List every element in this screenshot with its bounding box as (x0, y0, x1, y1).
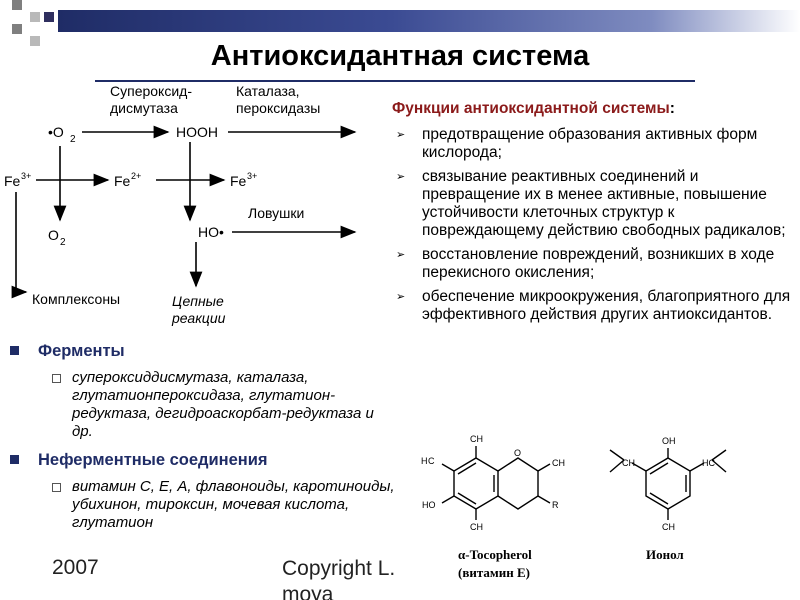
enzyme-catalase-line1: Каталаза, (236, 83, 300, 99)
hc-right-label: HC (702, 458, 715, 468)
list-item-text: восстановление повреждений, возникших в … (422, 246, 775, 281)
nonenzymes-heading-text: Неферментные соединения (38, 451, 268, 469)
tocopherol-benzene-ring (453, 457, 499, 510)
hollow-square-bullet-icon (52, 483, 61, 492)
tocopherol-pyran-ring (497, 457, 539, 510)
slide-title: Антиоксидантная система (210, 40, 590, 72)
enzyme-sod-line1: Супероксид- (110, 83, 192, 99)
enzyme-catalase-line2: пероксидазы (236, 100, 320, 116)
functions-heading-colon: : (669, 100, 675, 117)
corner-square (12, 0, 22, 10)
ho-radical-label: НО• (198, 224, 224, 240)
corner-square (30, 12, 40, 22)
enzymes-heading-text: Ферменты (38, 342, 125, 360)
o2-radical-sub: 2 (70, 134, 76, 145)
nonenzymes-heading: Неферментные соединения (8, 451, 398, 470)
vitamin-e-caption: (витамин Е) (458, 565, 530, 580)
arrow-bullet-icon: ➢ (396, 249, 406, 261)
r-label: R (552, 500, 559, 510)
h3c-left-label: H (421, 456, 428, 466)
arrow-bullet-icon: ➢ (396, 129, 406, 141)
list-item-text: предотвращение образования активных форм… (422, 126, 758, 161)
list-item-text: обеспечение микроокружения, благоприятно… (422, 288, 791, 323)
ch-left-label: CH (622, 458, 635, 468)
h3c-left-label-c: C (428, 456, 435, 466)
functions-list: ➢ предотвращение образования активных фор… (392, 126, 800, 324)
antioxidant-classes: Ферменты супероксиддисмутаза, каталаза, … (8, 342, 398, 542)
corner-square (30, 36, 40, 46)
ch3-right-label: CH (552, 458, 565, 468)
fe3-right-sup: 3+ (247, 171, 257, 181)
list-item: ➢ связывание реактивных соединений и прев… (392, 168, 800, 240)
arrow-bullet-icon: ➢ (396, 171, 406, 183)
complexones-label: Комплексоны (32, 291, 120, 307)
enzymes-list: супероксиддисмутаза, каталаза, глутатион… (8, 369, 398, 441)
header-bar (58, 10, 800, 32)
ch3-top-label: CH (470, 434, 483, 444)
chain-reactions-line1: Цепные (172, 293, 224, 309)
enzyme-sod-line2: дисмутаза (110, 100, 178, 116)
ho-label: HO (422, 500, 436, 510)
list-item: ➢ обеспечение микроокружения, благоприятн… (392, 288, 800, 324)
o2-sub: 2 (60, 237, 66, 248)
fe2-sup: 2+ (131, 171, 141, 181)
ring-oxygen-label: O (514, 448, 521, 458)
traps-label: Ловушки (248, 205, 304, 221)
square-bullet-icon (10, 455, 19, 464)
list-item-text: связывание реактивных соединений и превр… (422, 168, 786, 239)
square-bullet-icon (10, 346, 19, 355)
list-item: ➢ восстановление повреждений, возникших в… (392, 246, 800, 282)
functions-heading: Функции антиоксидантной системы: (392, 100, 800, 118)
hooh-label: НООН (176, 124, 218, 140)
corner-square (44, 12, 54, 22)
oh-label: OH (662, 436, 676, 446)
corner-square (12, 24, 22, 34)
enzymes-list-text: супероксиддисмутаза, каталаза, глутатион… (72, 369, 374, 440)
o2-radical-label: •O (48, 124, 64, 140)
ch3-bottom-label: CH (470, 522, 483, 532)
functions-heading-text: Функции антиоксидантной системы (392, 100, 670, 117)
arrow-bullet-icon: ➢ (396, 291, 406, 303)
o2-label: O (48, 227, 59, 243)
nonenzymes-list: витамин С, Е, А, флавоноиды, каротиноиды… (8, 478, 398, 532)
ch3-ionol-bottom-label: CH (662, 522, 675, 532)
functions-block: Функции антиоксидантной системы: ➢ предот… (392, 100, 800, 330)
reaction-diagram: Супероксид- дисмутаза Каталаза, пероксид… (4, 83, 357, 326)
nonenzymes-list-text: витамин С, Е, А, флавоноиды, каротиноиды… (72, 478, 395, 531)
fe3-right-label: Fe (230, 173, 247, 189)
fe3-left-label: Fe (4, 173, 21, 189)
chain-reactions-line2: реакции (171, 310, 226, 326)
ionol-benzene-ring (645, 457, 691, 510)
footer-year: 2007 (52, 556, 99, 579)
tocopherol-caption: α-Tocopherol (458, 547, 532, 562)
fe3-left-sup: 3+ (21, 171, 31, 181)
hollow-square-bullet-icon (52, 374, 61, 383)
list-item: ➢ предотвращение образования активных фор… (392, 126, 800, 162)
title-divider (95, 80, 695, 82)
enzymes-heading: Ферменты (8, 342, 398, 361)
chemical-structures: CH H C O CH HO R CH OH CH HC CH α-Tocoph… (421, 434, 727, 580)
fe2-label: Fe (114, 173, 131, 189)
footer-copyright: Copyright L. moya (282, 557, 396, 600)
ionol-caption: Ионол (646, 547, 684, 562)
